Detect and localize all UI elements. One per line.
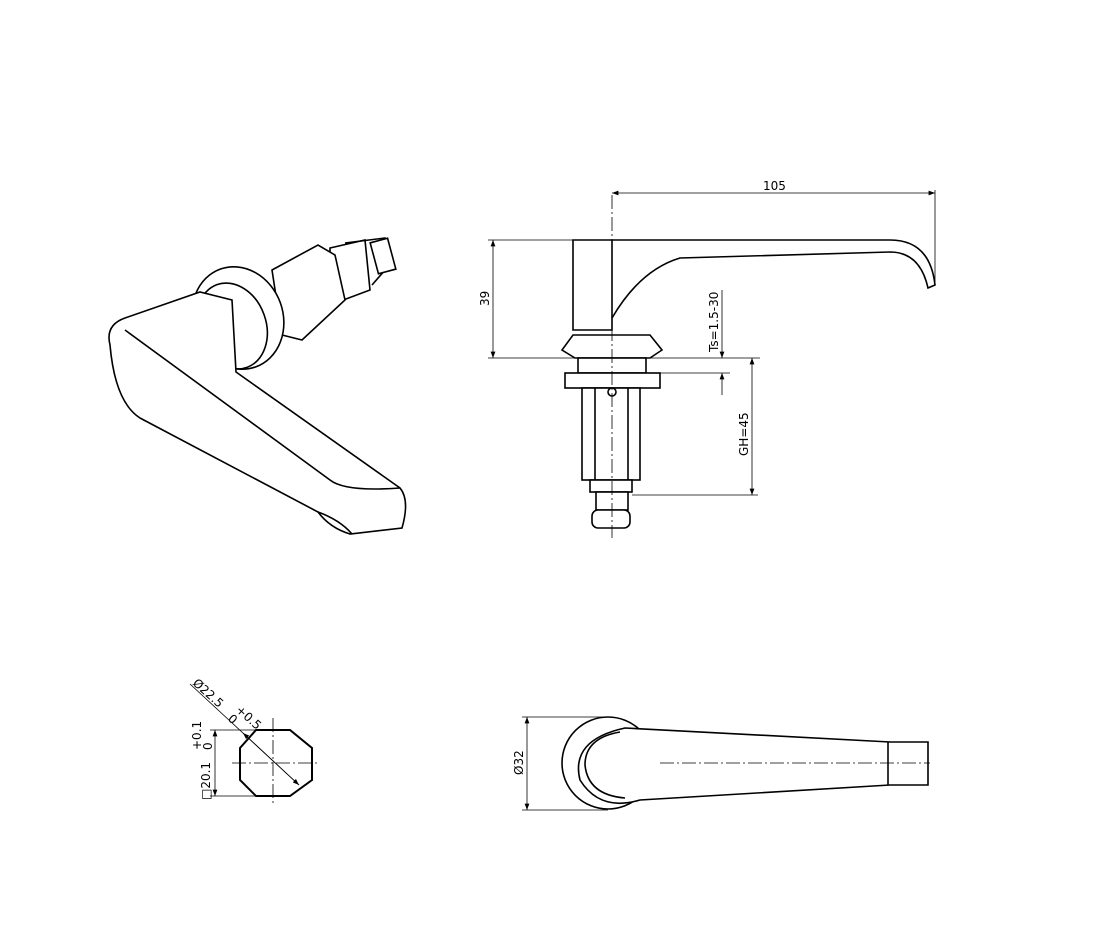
dim-square-drive-diameter: Ø22.5 [190,676,226,711]
dim-square-drive-tol-lower: 0 [225,712,240,728]
dim-handle-height: 39 [478,291,492,306]
dim-square-size-tol-lower: 0 [201,742,215,750]
isometric-view [108,237,407,535]
top-view: Ø32 [512,716,930,811]
side-view: 105 39 Ts=1.5-30 GH=45 [478,179,936,538]
square-section-view: Ø22.5 +0.5 0 □20.1 +0.1 0 [189,676,320,806]
dim-panel-thickness: Ts=1.5-30 [707,292,721,353]
dim-square-size-tol-upper: +0.1 [190,721,204,750]
dim-square-size: □20.1 [199,762,213,800]
dim-overall-length: 105 [763,179,786,193]
dim-rosette-diameter: Ø32 [512,750,526,775]
dim-grip-height: GH=45 [737,412,751,456]
